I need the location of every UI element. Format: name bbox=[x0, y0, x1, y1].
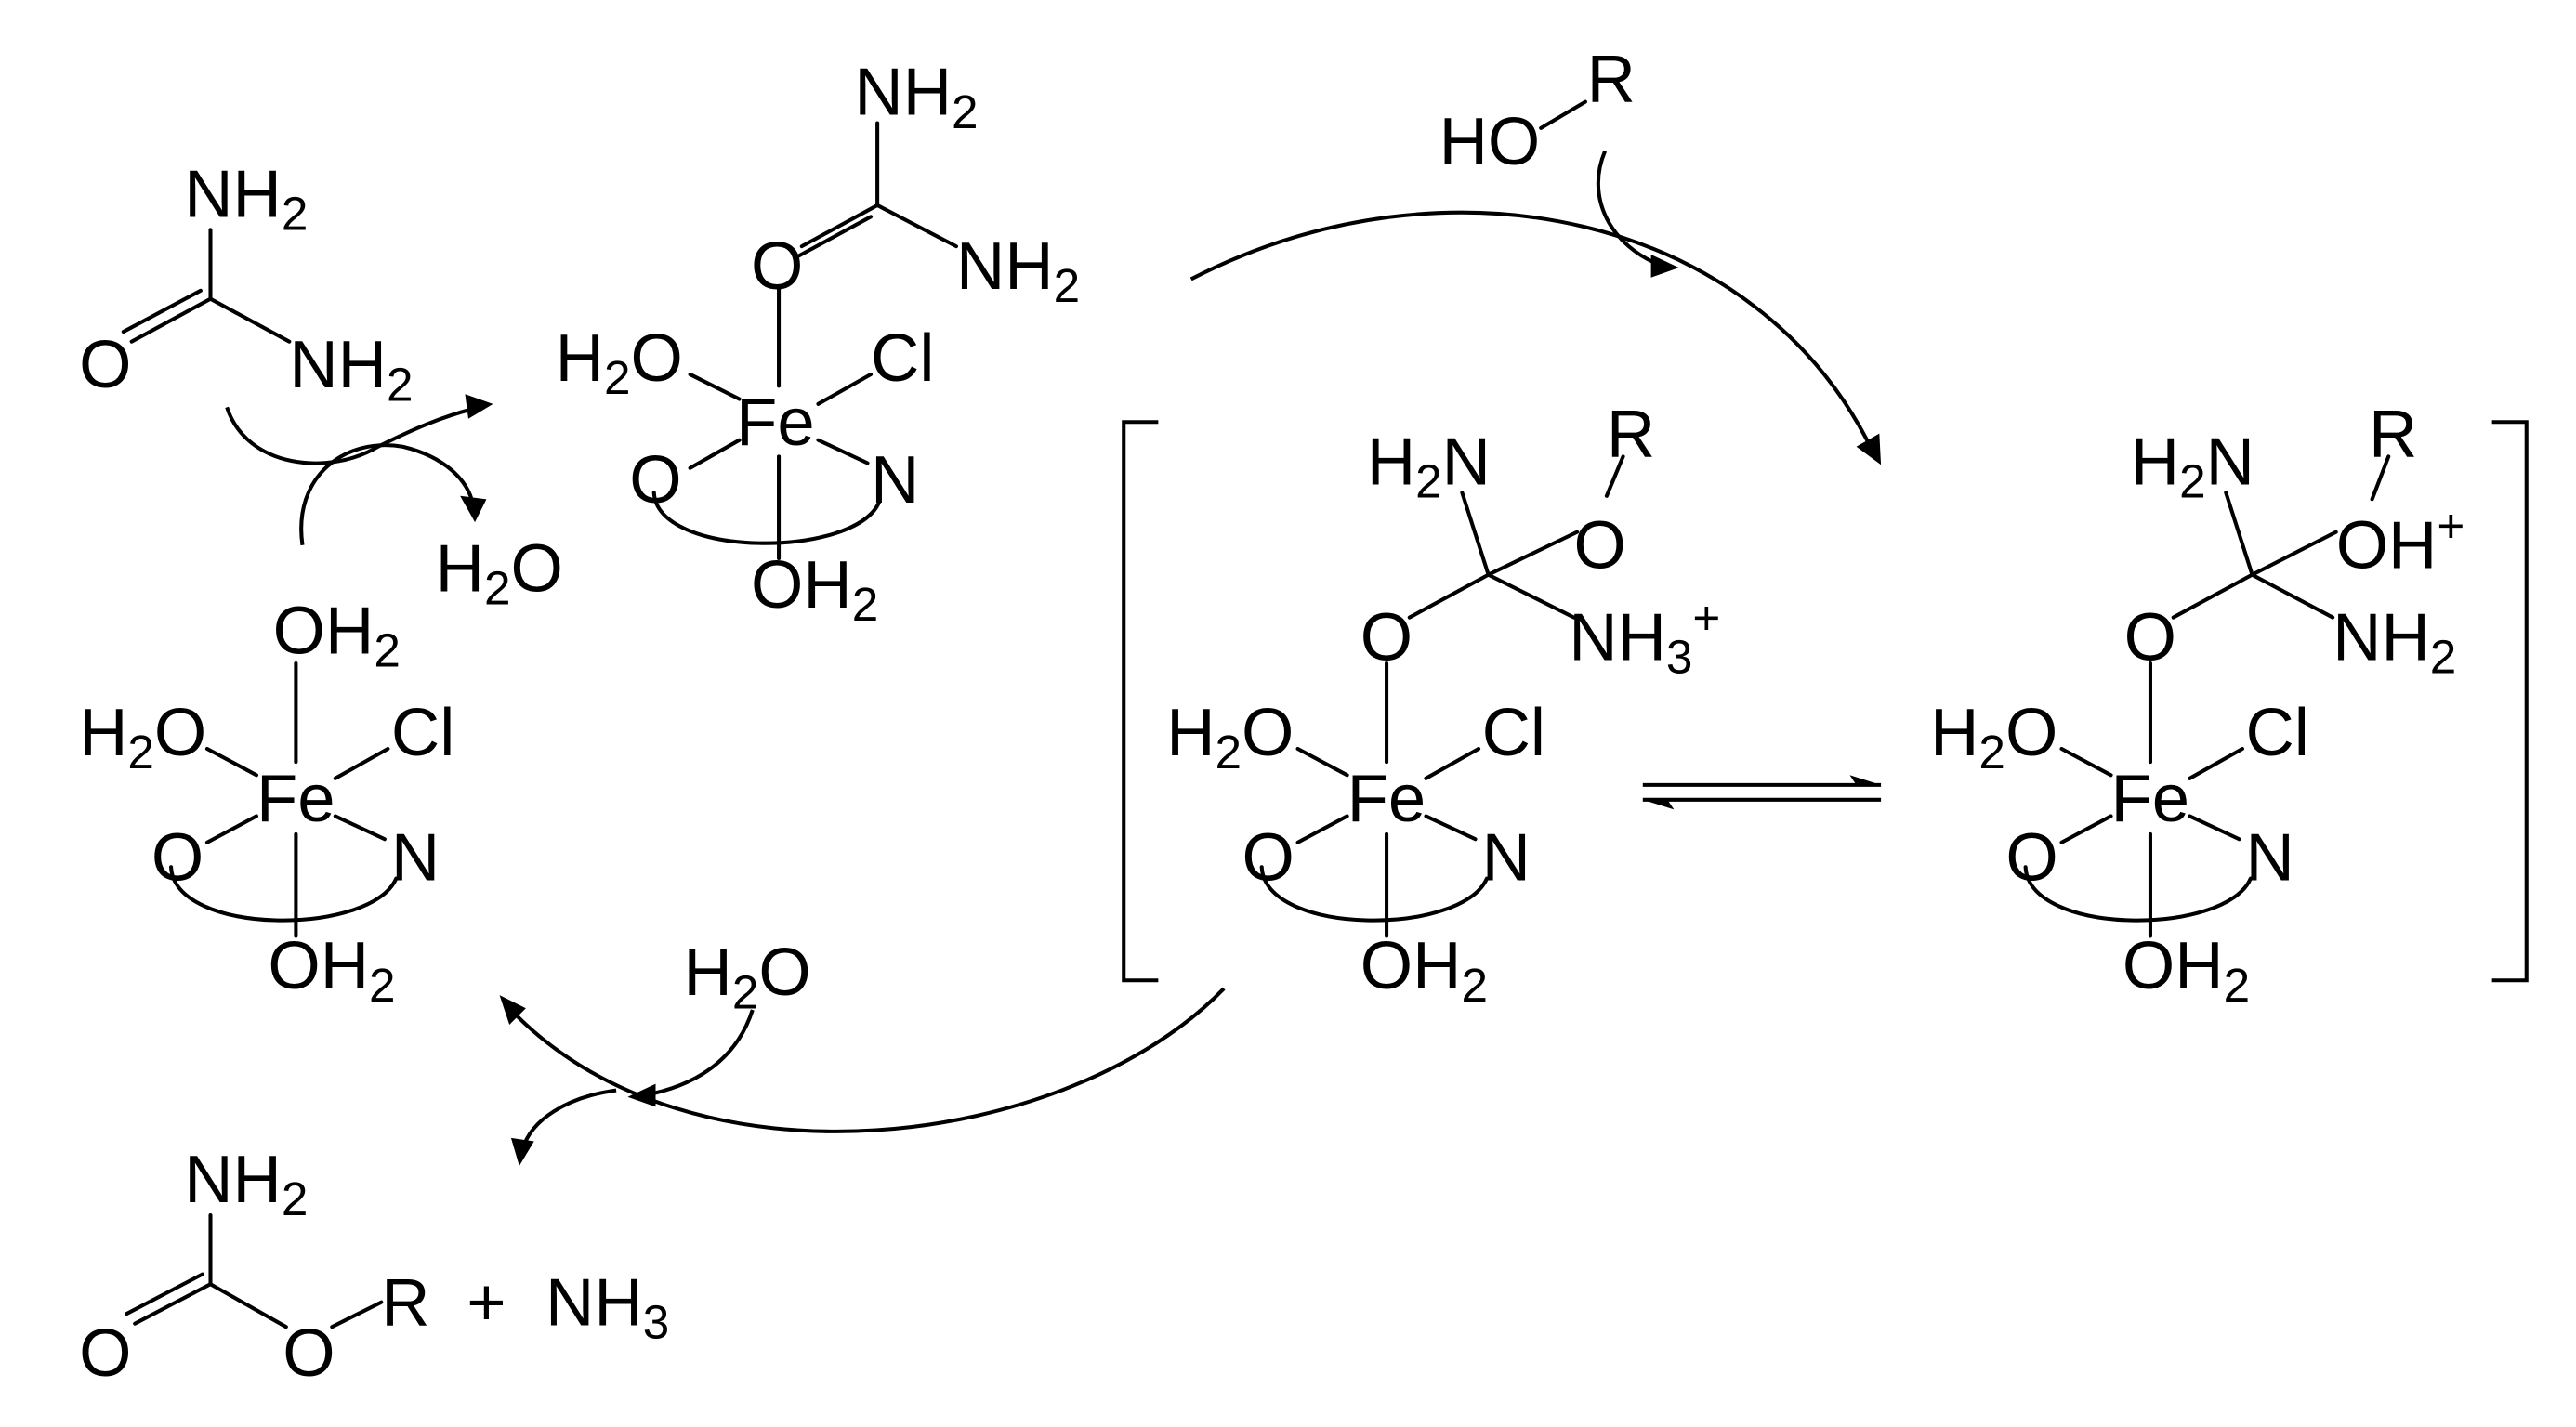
int1-oh2: OH2 bbox=[1360, 928, 1488, 1012]
complex0-oh2-bottom: OH2 bbox=[268, 928, 395, 1012]
fe-resting-complex: OH2 H2O Cl Fe O N OH2 bbox=[79, 593, 454, 1012]
tetrahedral-intermediate-right: H2N R OH+ NH2 O H2O Cl Fe O N OH2 bbox=[1930, 396, 2464, 1012]
int2-n: N bbox=[2245, 819, 2293, 895]
int1-r: R bbox=[1607, 396, 1655, 471]
carbamate-o-carbonyl: O bbox=[79, 1316, 131, 1391]
complex1-o-urea: O bbox=[751, 229, 803, 304]
complex0-oh2-top: OH2 bbox=[273, 593, 401, 676]
water-added: H2O bbox=[684, 935, 811, 1018]
carbamate-r: R bbox=[381, 1264, 429, 1340]
int1-fe: Fe bbox=[1347, 761, 1426, 836]
carbamate-nh2: NH2 bbox=[184, 1142, 308, 1225]
urea-molecule: NH2 O NH2 bbox=[79, 156, 413, 411]
int1-o-fe: O bbox=[1360, 600, 1413, 675]
carbamate-product: NH2 O O R bbox=[79, 1142, 430, 1391]
alcohol-addition-arrow bbox=[1189, 150, 1882, 465]
equilibrium-arrows bbox=[1642, 775, 1882, 810]
int2-cl: Cl bbox=[2245, 695, 2308, 770]
int1-n: N bbox=[1482, 819, 1531, 895]
complex1-o-ring: O bbox=[629, 442, 681, 517]
water-released: H2O bbox=[436, 530, 563, 614]
urea-o: O bbox=[79, 327, 131, 402]
int2-nh2: NH2 bbox=[2333, 600, 2456, 684]
int1-cl: Cl bbox=[1482, 695, 1545, 770]
complex0-h2o: H2O bbox=[79, 695, 206, 779]
urea-nh2-top: NH2 bbox=[184, 156, 308, 240]
complex1-h2o: H2O bbox=[556, 321, 683, 404]
int2-o-fe: O bbox=[2124, 600, 2176, 675]
int2-oh2: OH2 bbox=[2123, 928, 2250, 1012]
complex1-nh2-right: NH2 bbox=[956, 229, 1080, 312]
int2-r: R bbox=[2369, 396, 2417, 471]
int1-nh3-plus: NH3+ bbox=[1569, 591, 1720, 683]
carbamate-o-ester: O bbox=[283, 1316, 335, 1391]
complex0-n: N bbox=[391, 819, 440, 895]
int2-h2n: H2N bbox=[2131, 424, 2254, 507]
int1-o-ring: O bbox=[1242, 819, 1295, 895]
complex1-oh2: OH2 bbox=[751, 547, 878, 631]
alcohol-ho: HO bbox=[1439, 104, 1541, 179]
int1-h2o: H2O bbox=[1166, 695, 1294, 779]
complex0-fe: Fe bbox=[256, 761, 335, 836]
ammonia-product: NH3 bbox=[545, 1264, 669, 1348]
fe-urea-complex: NH2 NH2 O H2O Cl Fe O N OH2 bbox=[556, 55, 1080, 631]
alcohol-reagent: HO R bbox=[1439, 42, 1636, 179]
complex1-n: N bbox=[871, 442, 919, 517]
tetrahedral-intermediate-left: H2N R O NH3+ O H2O Cl Fe O N OH2 bbox=[1166, 396, 1720, 1012]
int2-oh-plus: OH+ bbox=[2336, 499, 2465, 583]
bracket-left bbox=[1122, 420, 1159, 983]
complex0-o-ring: O bbox=[151, 819, 204, 895]
complex1-cl: Cl bbox=[871, 321, 934, 396]
hydrolysis-arrows bbox=[499, 987, 1226, 1166]
alcohol-r: R bbox=[1587, 42, 1636, 117]
urea-nh2-right: NH2 bbox=[289, 327, 413, 411]
int2-h2o: H2O bbox=[1930, 695, 2057, 779]
int1-h2n: H2N bbox=[1367, 424, 1491, 507]
int2-o-ring: O bbox=[2005, 819, 2057, 895]
urea-binding-arrows bbox=[225, 394, 493, 546]
plus-sign: + bbox=[467, 1264, 506, 1340]
int1-o-alkoxy: O bbox=[1574, 508, 1626, 583]
int2-fe: Fe bbox=[2111, 761, 2190, 836]
bracket-right bbox=[2491, 420, 2529, 983]
complex0-cl: Cl bbox=[391, 695, 454, 770]
complex1-fe: Fe bbox=[736, 385, 815, 460]
complex1-nh2-top: NH2 bbox=[854, 55, 978, 138]
